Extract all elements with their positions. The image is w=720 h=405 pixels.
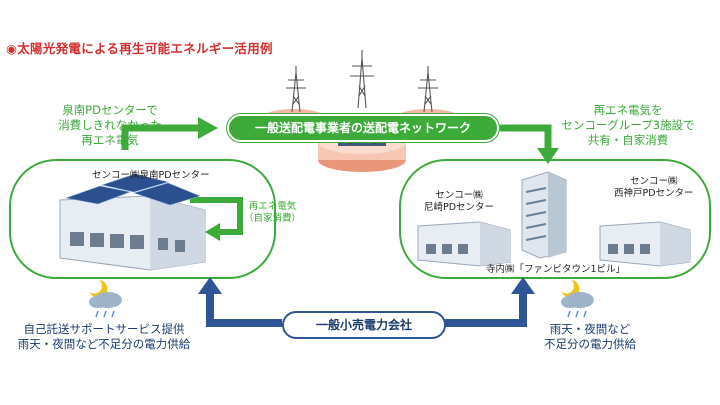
amagasaki-warehouse-icon bbox=[417, 221, 511, 267]
nishikobe-warehouse-icon bbox=[599, 221, 691, 267]
office-building-icon bbox=[521, 171, 567, 259]
transmission-tower-icon bbox=[286, 50, 438, 113]
right-share-note: 再エネ電気を センコーグループ3施設で 共有・自家消費 bbox=[561, 103, 695, 147]
left-surplus-note: 泉南PDセンターで 消費しきれなかった 再エネ電気 bbox=[58, 103, 162, 147]
retail-company-label: 一般小売電力会社 bbox=[282, 311, 446, 339]
blue-supply-arrows bbox=[198, 277, 535, 327]
solar-panel-icon bbox=[64, 173, 201, 206]
nishikobe-center-label: センコー㈱ 西神戸PDセンター bbox=[614, 176, 694, 199]
self-use-label: 再エネ電気 （自家消費） bbox=[244, 201, 302, 224]
warehouse-icon bbox=[59, 195, 206, 271]
network-label: 一般送配電事業者の送配電ネットワーク bbox=[227, 114, 499, 142]
right-bottom-note: 雨天・夜間など 不足分の電力供給 bbox=[544, 322, 636, 351]
green-arrow-to-network bbox=[121, 117, 218, 150]
green-arrow-from-network bbox=[500, 124, 559, 164]
amagasaki-center-label: センコー㈱ 尼崎PDセンター bbox=[424, 190, 495, 213]
moon-cloud-rain-icon bbox=[89, 280, 122, 318]
senan-center-label: センコー㈱泉南PDセンター bbox=[92, 170, 210, 181]
left-bottom-note: 自己託送サポートサービス提供 雨天・夜間など不足分の電力供給 bbox=[17, 322, 191, 351]
self-consumption-arrow bbox=[190, 197, 243, 241]
diagram-title: ◉太陽光発電による再生可能エネルギー活用例 bbox=[6, 41, 273, 56]
funbi-town-label: 寺内㈱「ファンビタウン1ビル」 bbox=[486, 264, 626, 275]
moon-cloud-rain-icon bbox=[561, 280, 594, 318]
